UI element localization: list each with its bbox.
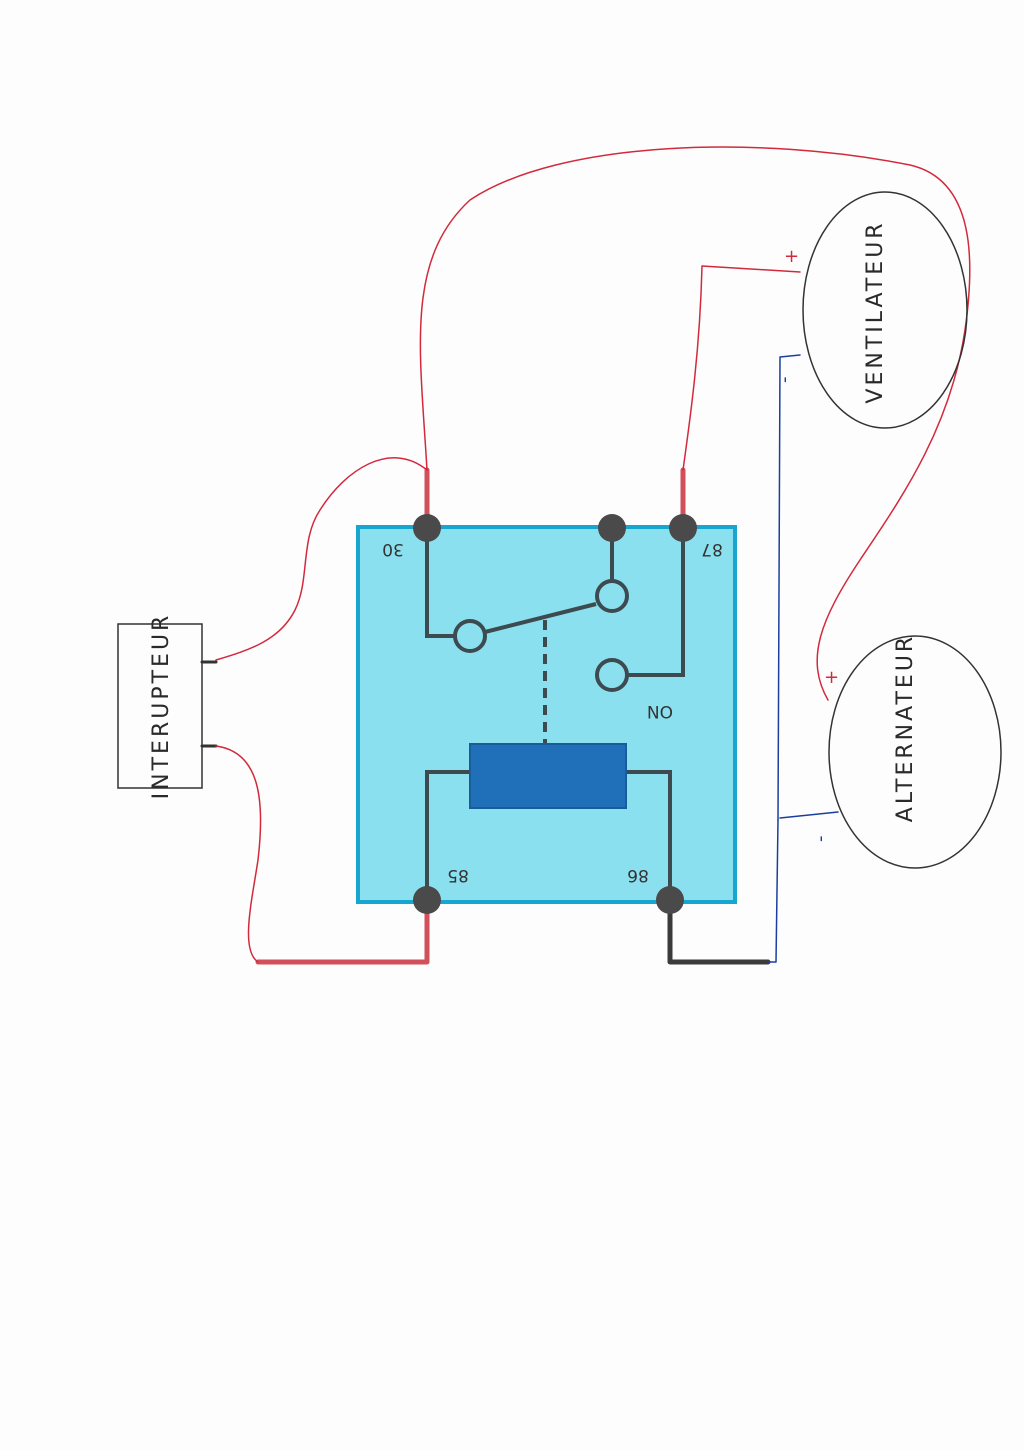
terminal-87: [669, 514, 697, 542]
pin-label-86: 86: [627, 865, 649, 885]
switch-label: INTERUPTEUR: [149, 613, 174, 800]
nc-contact: [595, 579, 629, 613]
terminal-86: [656, 886, 684, 914]
terminal-common: [598, 514, 626, 542]
no-contact: [595, 658, 629, 692]
coil-left-lead: [425, 770, 472, 900]
wire-alternator-minus: [779, 811, 839, 819]
contact-label-on: ON: [647, 701, 673, 721]
alternator-plus-sign: +: [824, 667, 839, 688]
wire-87-to-fan-plus: [682, 265, 801, 471]
coil-right-lead: [626, 770, 672, 900]
switch-box: [117, 623, 203, 789]
wire-fan-minus: [777, 354, 801, 821]
pin-label-30: 30: [382, 539, 404, 559]
fan-oval: [802, 191, 968, 429]
alternator-oval: [828, 635, 1002, 869]
pin-label-87: 87: [701, 539, 723, 559]
pin-label-85: 85: [447, 865, 469, 885]
pin85-lead: [255, 902, 430, 965]
fan-minus-sign: -: [774, 377, 795, 384]
wire-30-to-alternator-plus: [419, 146, 971, 701]
pin86-lead: [667, 902, 771, 965]
relay-coil: [469, 743, 627, 809]
wire-switch-to-85: [215, 745, 262, 963]
pin30-internal-line: [425, 528, 455, 638]
common-contact: [453, 619, 487, 653]
terminal-85: [413, 886, 441, 914]
no-contact-line: [627, 528, 685, 677]
relay-internals: [425, 528, 685, 900]
wire-ground-return: [767, 819, 779, 963]
switch-arm: [484, 602, 597, 634]
terminal-30: [413, 514, 441, 542]
fan-label: VENTILATEUR: [863, 220, 888, 403]
alternator-label: ALTERNATEUR: [893, 634, 918, 822]
wire-switch-to-30: [215, 457, 428, 661]
fan-plus-sign: +: [784, 246, 799, 267]
alternator-minus-sign: -: [810, 836, 831, 843]
